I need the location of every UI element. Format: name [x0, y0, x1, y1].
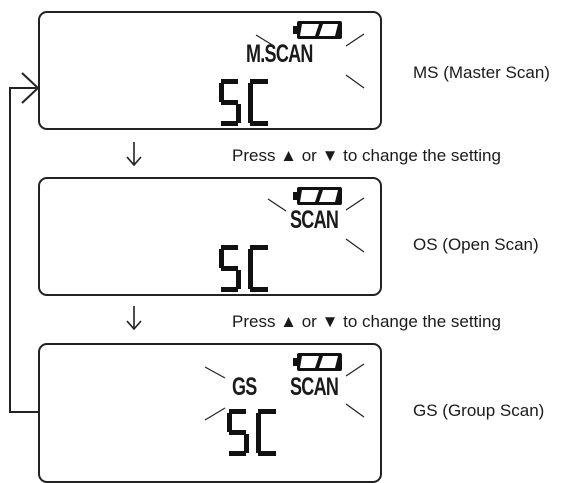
lcd-screen-group-scan: GS SCAN — [38, 343, 382, 483]
down-arrow-icon — [126, 142, 142, 167]
channel-display — [227, 409, 276, 456]
instruction-text: Press ▲ or ▼ to change the setting — [232, 146, 501, 165]
flow-connectors — [9, 72, 142, 413]
battery-icon — [293, 187, 342, 205]
group-scan-indicator: GS — [232, 373, 257, 401]
mode-caption-master-scan: MS (Master Scan) — [413, 63, 550, 82]
scan-mode-indicator: M.SCAN — [246, 40, 313, 68]
lcd-screen-master-scan: M.SCAN — [38, 11, 382, 130]
down-arrow-icon — [126, 306, 142, 331]
mode-caption-open-scan: OS (Open Scan) — [413, 235, 539, 254]
flash-indicator-rays — [204, 33, 365, 421]
lcd-screen-open-scan: SCAN — [38, 177, 382, 296]
mode-caption-group-scan: GS (Group Scan) — [413, 401, 545, 420]
channel-display — [219, 79, 268, 126]
channel-display — [219, 245, 268, 292]
scan-mode-indicator: SCAN — [290, 206, 339, 234]
scan-mode-indicator: SCAN — [290, 373, 339, 401]
battery-icon — [293, 21, 342, 39]
battery-icon — [293, 353, 342, 371]
instruction-text: Press ▲ or ▼ to change the setting — [232, 312, 501, 331]
